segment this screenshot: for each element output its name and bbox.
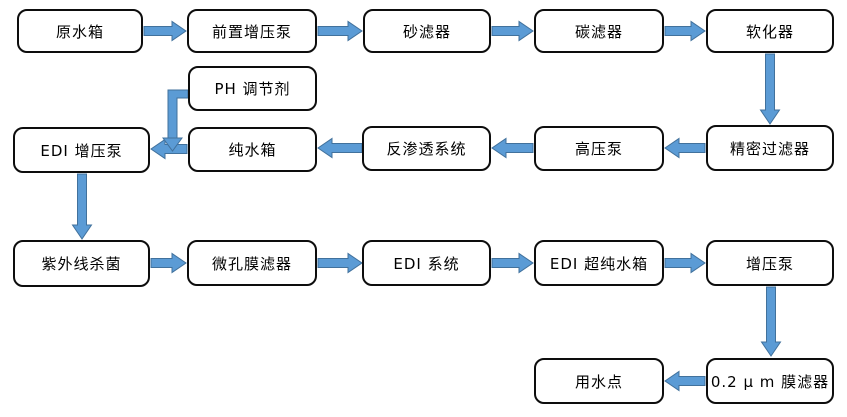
arrow-high-pressure-pump-to-reverse-osmosis-system — [491, 137, 534, 159]
node-sand-filter: 砂滤器 — [363, 9, 491, 53]
connector-ph-adjuster-elbow — [167, 89, 189, 139]
arrow-pre-booster-pump-to-sand-filter — [317, 20, 363, 42]
arrow-reverse-osmosis-system-to-pure-water-tank — [317, 137, 363, 159]
arrow-edi-booster-pump-to-uv-sterilizer — [71, 173, 93, 240]
node-microporous-membrane-filter: 微孔膜滤器 — [187, 240, 317, 286]
node-reverse-osmosis-system: 反渗透系统 — [362, 126, 491, 171]
arrow-booster-pump-to-membrane-filter — [760, 286, 782, 357]
node-softener: 软化器 — [706, 9, 834, 53]
node-point-of-use: 用水点 — [534, 358, 664, 404]
arrow-uv-sterilizer-to-microporous-membrane-filter — [150, 252, 187, 274]
arrow-edi-system-to-edi-ultrapure-water-tank — [491, 252, 534, 274]
node-edi-ultrapure-water-tank: EDI 超纯水箱 — [534, 240, 664, 286]
arrow-softener-to-precision-filter — [759, 53, 781, 125]
node-membrane-filter-0-2um: 0.2 μ m 膜滤器 — [706, 358, 834, 404]
arrow-sand-filter-to-carbon-filter — [491, 20, 534, 42]
node-pre-booster-pump: 前置增压泵 — [187, 9, 317, 53]
node-edi-system: EDI 系统 — [362, 240, 491, 286]
arrow-raw-water-tank-to-pre-booster-pump — [143, 20, 187, 42]
node-carbon-filter: 碳滤器 — [534, 9, 664, 53]
node-booster-pump: 增压泵 — [706, 240, 834, 286]
arrow-precision-filter-to-high-pressure-pump — [664, 137, 706, 159]
arrow-pure-water-tank-to-edi-booster-pump — [150, 138, 188, 160]
node-edi-booster-pump: EDI 增压泵 — [13, 127, 150, 173]
connector-ph-adjuster-arrowhead — [162, 137, 183, 152]
node-ph-adjuster: PH 调节剂 — [188, 66, 317, 111]
node-high-pressure-pump: 高压泵 — [534, 126, 664, 171]
node-precision-filter: 精密过滤器 — [706, 125, 834, 171]
node-raw-water-tank: 原水箱 — [17, 9, 143, 53]
arrow-edi-ultrapure-water-tank-to-booster-pump — [664, 252, 706, 274]
arrow-microporous-membrane-filter-to-edi-system — [317, 252, 363, 274]
arrow-carbon-filter-to-softener — [664, 20, 706, 42]
arrow-membrane-filter-to-point-of-use — [664, 370, 706, 392]
node-uv-sterilizer: 紫外线杀菌 — [13, 240, 150, 287]
node-pure-water-tank: 纯水箱 — [188, 127, 317, 172]
